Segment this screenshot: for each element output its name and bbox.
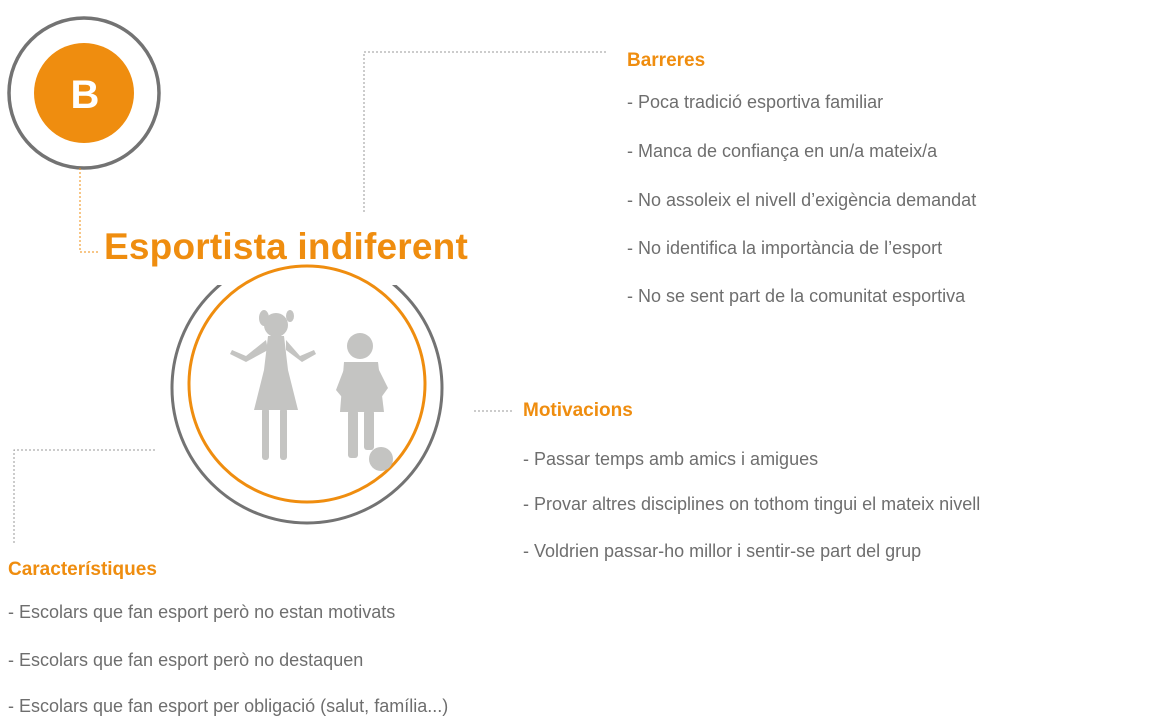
bottom-inner-ring (187, 264, 427, 504)
caracteristiques-heading: Característiques (8, 559, 157, 580)
barreres-item: - Manca de confiança en un/a mateix/a (627, 141, 938, 161)
caracteristiques-item: - Escolars que fan esport però no estan … (8, 602, 396, 622)
motivacions-item: - Voldrien passar-ho millor i sentir-se … (523, 541, 922, 561)
boy-silhouette (336, 333, 393, 471)
badge-outer-ring (7, 16, 161, 170)
barreres-item: - Poca tradició esportiva familiar (627, 92, 884, 112)
badge-connector-line (79, 168, 100, 253)
badge-letter: B (70, 72, 100, 117)
caracteristiques-item: - Escolars que fan esport per obligació … (8, 696, 449, 716)
girl-silhouette (230, 310, 316, 460)
motivacions-item: - Passar temps amb amics i amigues (523, 449, 819, 469)
bottom-outer-ring (170, 285, 444, 525)
caracteristiques-item: - Escolars que fan esport però no destaq… (8, 650, 364, 670)
caracteristiques-connector-line (13, 449, 155, 545)
motivacions-item: - Provar altres disciplines on tothom ti… (523, 494, 981, 514)
badge-circle (34, 43, 134, 143)
barreres-heading: Barreres (627, 50, 706, 71)
motivacions-heading: Motivacions (523, 400, 633, 421)
diagram-title: Esportista indiferent (104, 226, 468, 267)
barreres-item: - No identifica la importància de l’espo… (627, 238, 943, 258)
barreres-item: - No assoleix el nivell d’exigència dema… (627, 190, 977, 210)
barreres-connector-line (363, 51, 608, 212)
barreres-item: - No se sent part de la comunitat esport… (627, 286, 966, 306)
